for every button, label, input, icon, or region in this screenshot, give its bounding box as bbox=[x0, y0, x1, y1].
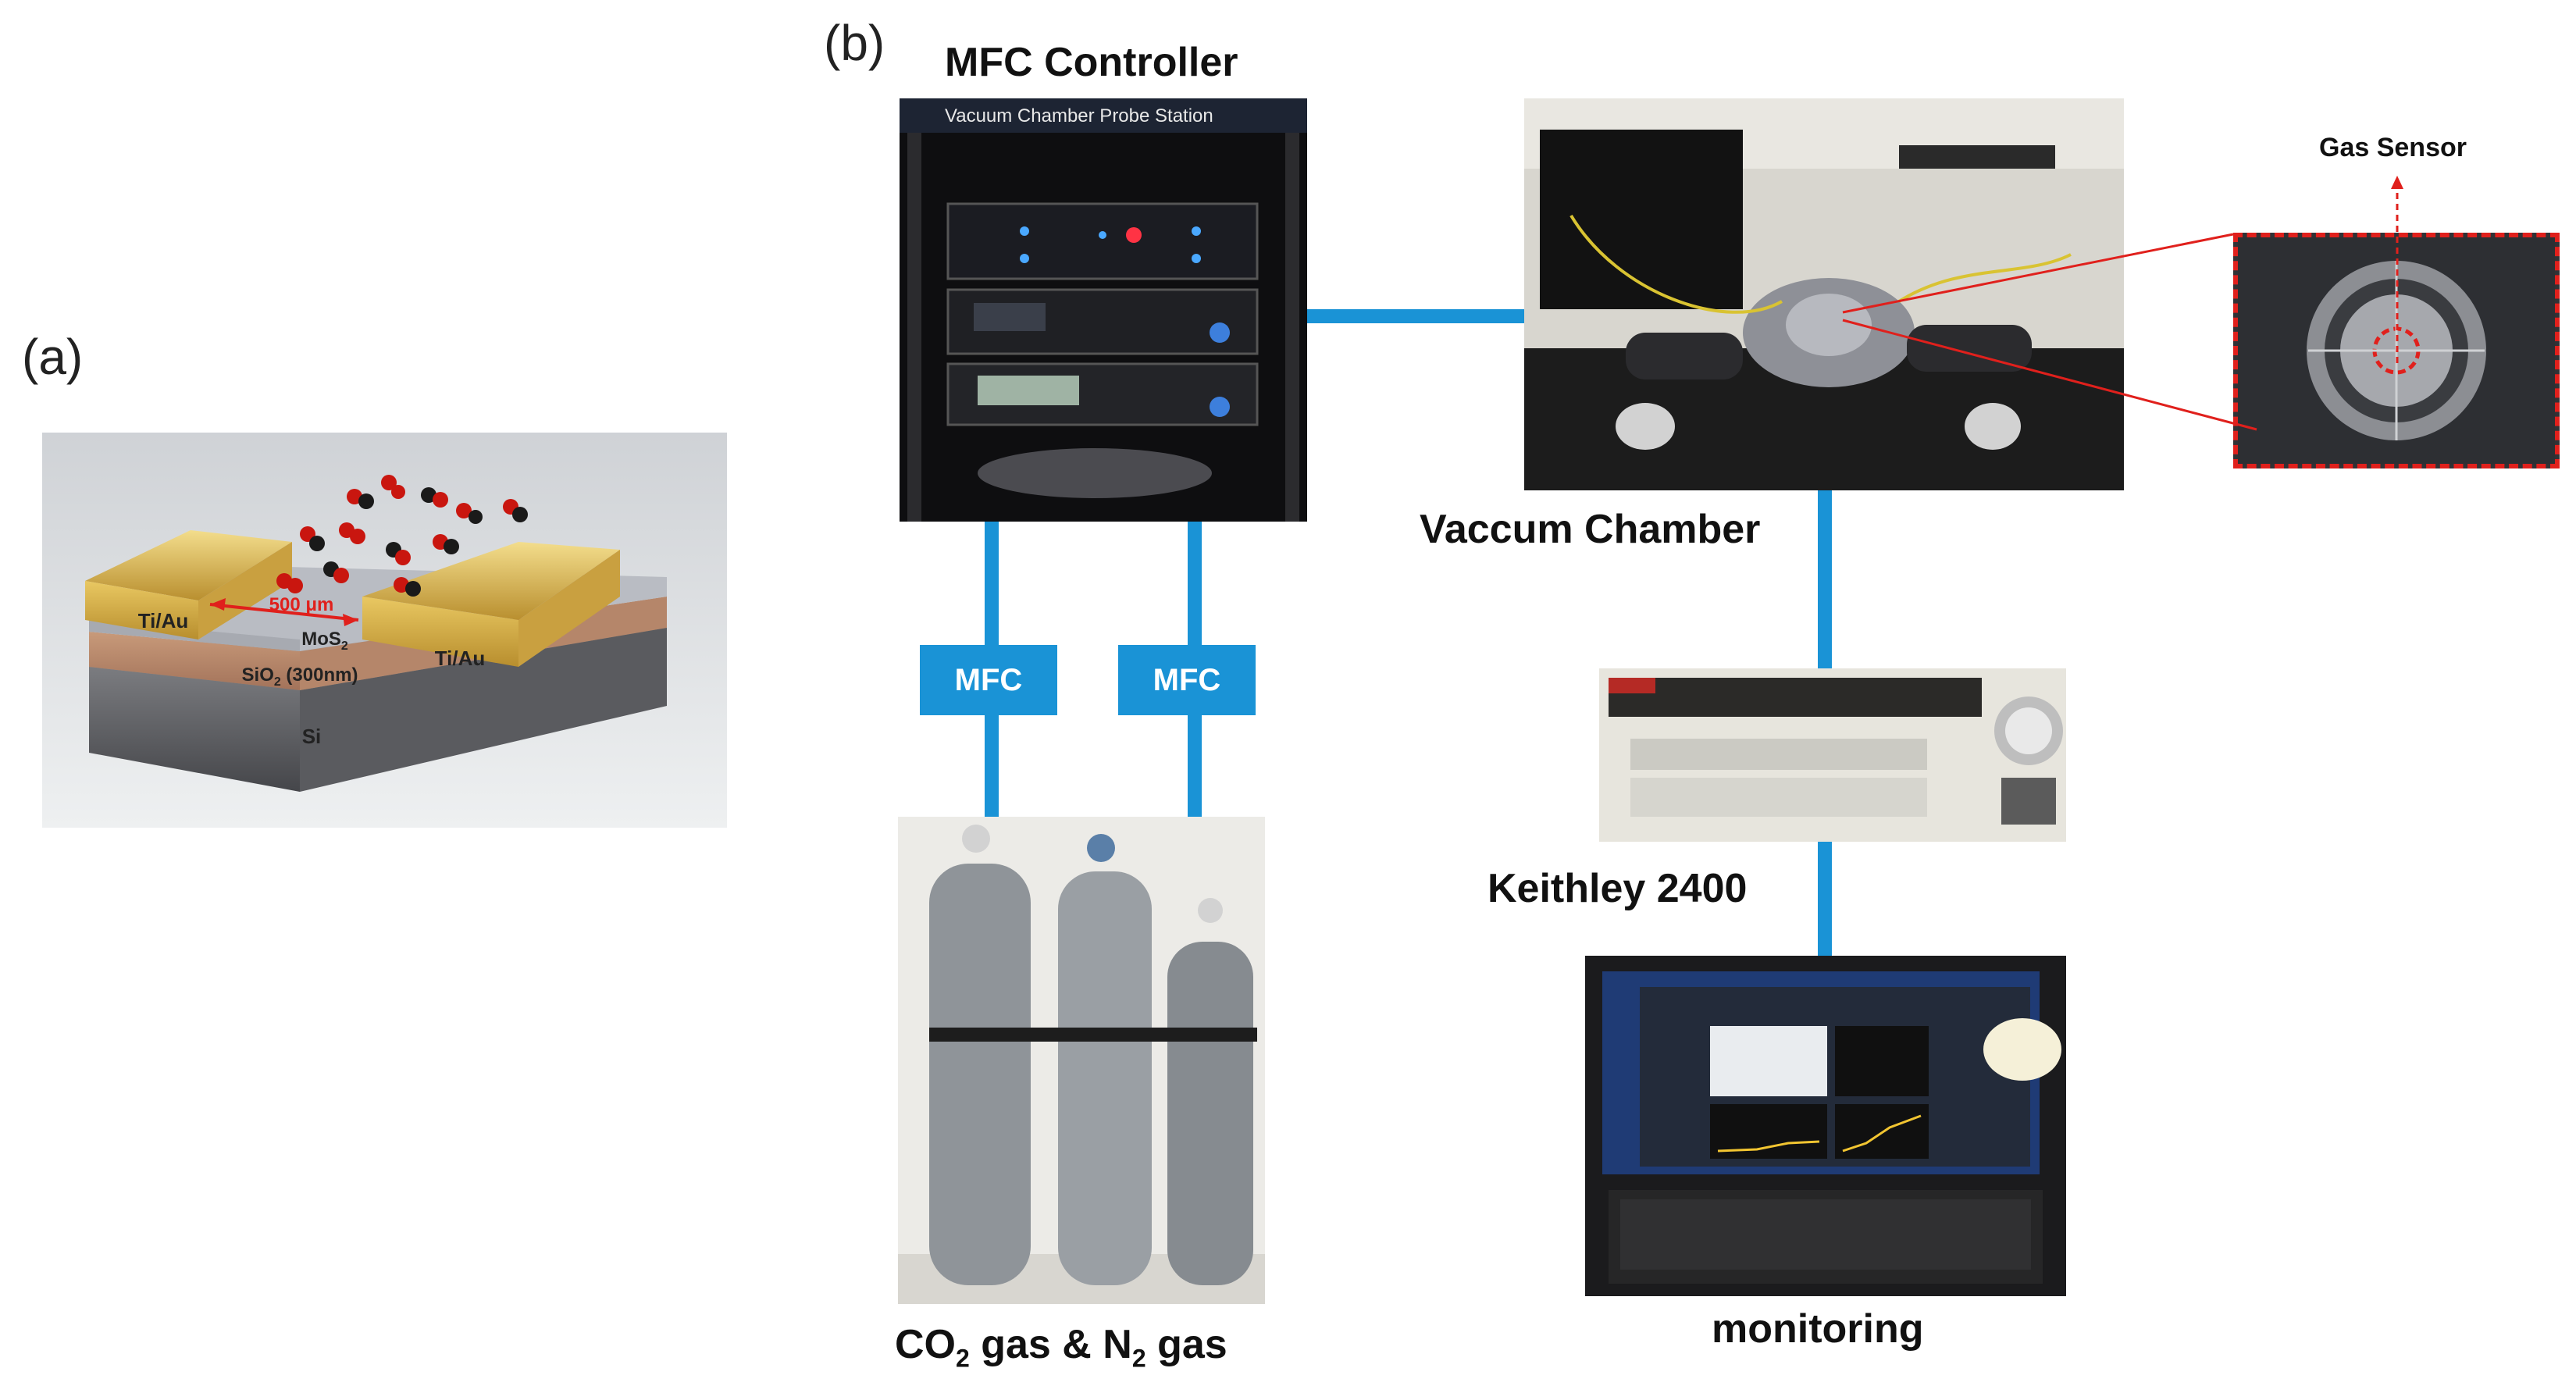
rack-header: Vacuum Chamber Probe Station bbox=[945, 105, 1213, 126]
mfc-unit-2: MFC bbox=[1118, 645, 1256, 715]
channel-length-arrow bbox=[209, 603, 359, 622]
sensor-callout-lines bbox=[1842, 176, 2403, 431]
mfc-unit-1: MFC bbox=[920, 645, 1057, 715]
panel-label-b: (b) bbox=[824, 15, 885, 71]
monitoring-laptop-svg bbox=[1585, 956, 2066, 1296]
mfc-rack-svg: Vacuum Chamber Probe Station bbox=[900, 98, 1307, 522]
caption-vacuum-chamber: Vaccum Chamber bbox=[1420, 507, 1761, 552]
left-electrode-label: Ti/Au bbox=[138, 609, 189, 632]
vacuum-chamber-svg bbox=[1524, 98, 2124, 490]
caption-keithley: Keithley 2400 bbox=[1488, 866, 1748, 911]
oxide-layer-label: SiO2 (300nm) bbox=[242, 664, 358, 689]
mfc-controller-photo: Vacuum Chamber Probe Station bbox=[900, 98, 1307, 522]
vacuum-chamber-photo bbox=[1524, 98, 2124, 490]
caption-monitoring: monitoring bbox=[1712, 1306, 1924, 1352]
caption-gases: CO2 gas & N2 gas bbox=[895, 1322, 1227, 1373]
caption-mfc-controller: MFC Controller bbox=[945, 40, 1238, 85]
panel-label-a: (a) bbox=[22, 329, 84, 385]
keithley-svg bbox=[1599, 668, 2066, 842]
device-schematic: Ti/Au Ti/Au 500 μm MoS2 SiO2 (300nm) Si bbox=[42, 433, 727, 828]
substrate-label: Si bbox=[302, 725, 322, 748]
connector-controller-chamber bbox=[1306, 309, 1526, 323]
keithley-photo bbox=[1599, 668, 2066, 842]
caption-gas-sensor: Gas Sensor bbox=[2319, 133, 2467, 162]
connector-controller-mfc2 bbox=[1188, 522, 1202, 656]
connector-controller-mfc1 bbox=[985, 522, 999, 656]
gas-cylinders-photo bbox=[898, 817, 1265, 1304]
channel-layer-label: MoS2 bbox=[301, 629, 348, 653]
device-schematic-svg: Ti/Au Ti/Au 500 μm MoS2 SiO2 (300nm) Si bbox=[42, 433, 727, 828]
monitoring-laptop-photo bbox=[1585, 956, 2066, 1296]
gas-cylinders-svg bbox=[898, 817, 1265, 1304]
connector-keithley-monitor bbox=[1818, 842, 1832, 957]
right-electrode-label: Ti/Au bbox=[435, 647, 486, 670]
gas-molecules bbox=[276, 475, 528, 597]
connector-mfc2-cylinders bbox=[1188, 711, 1202, 817]
channel-length-label: 500 μm bbox=[269, 594, 334, 615]
connector-chamber-keithley bbox=[1818, 490, 1832, 670]
connector-mfc1-cylinders bbox=[985, 711, 999, 817]
